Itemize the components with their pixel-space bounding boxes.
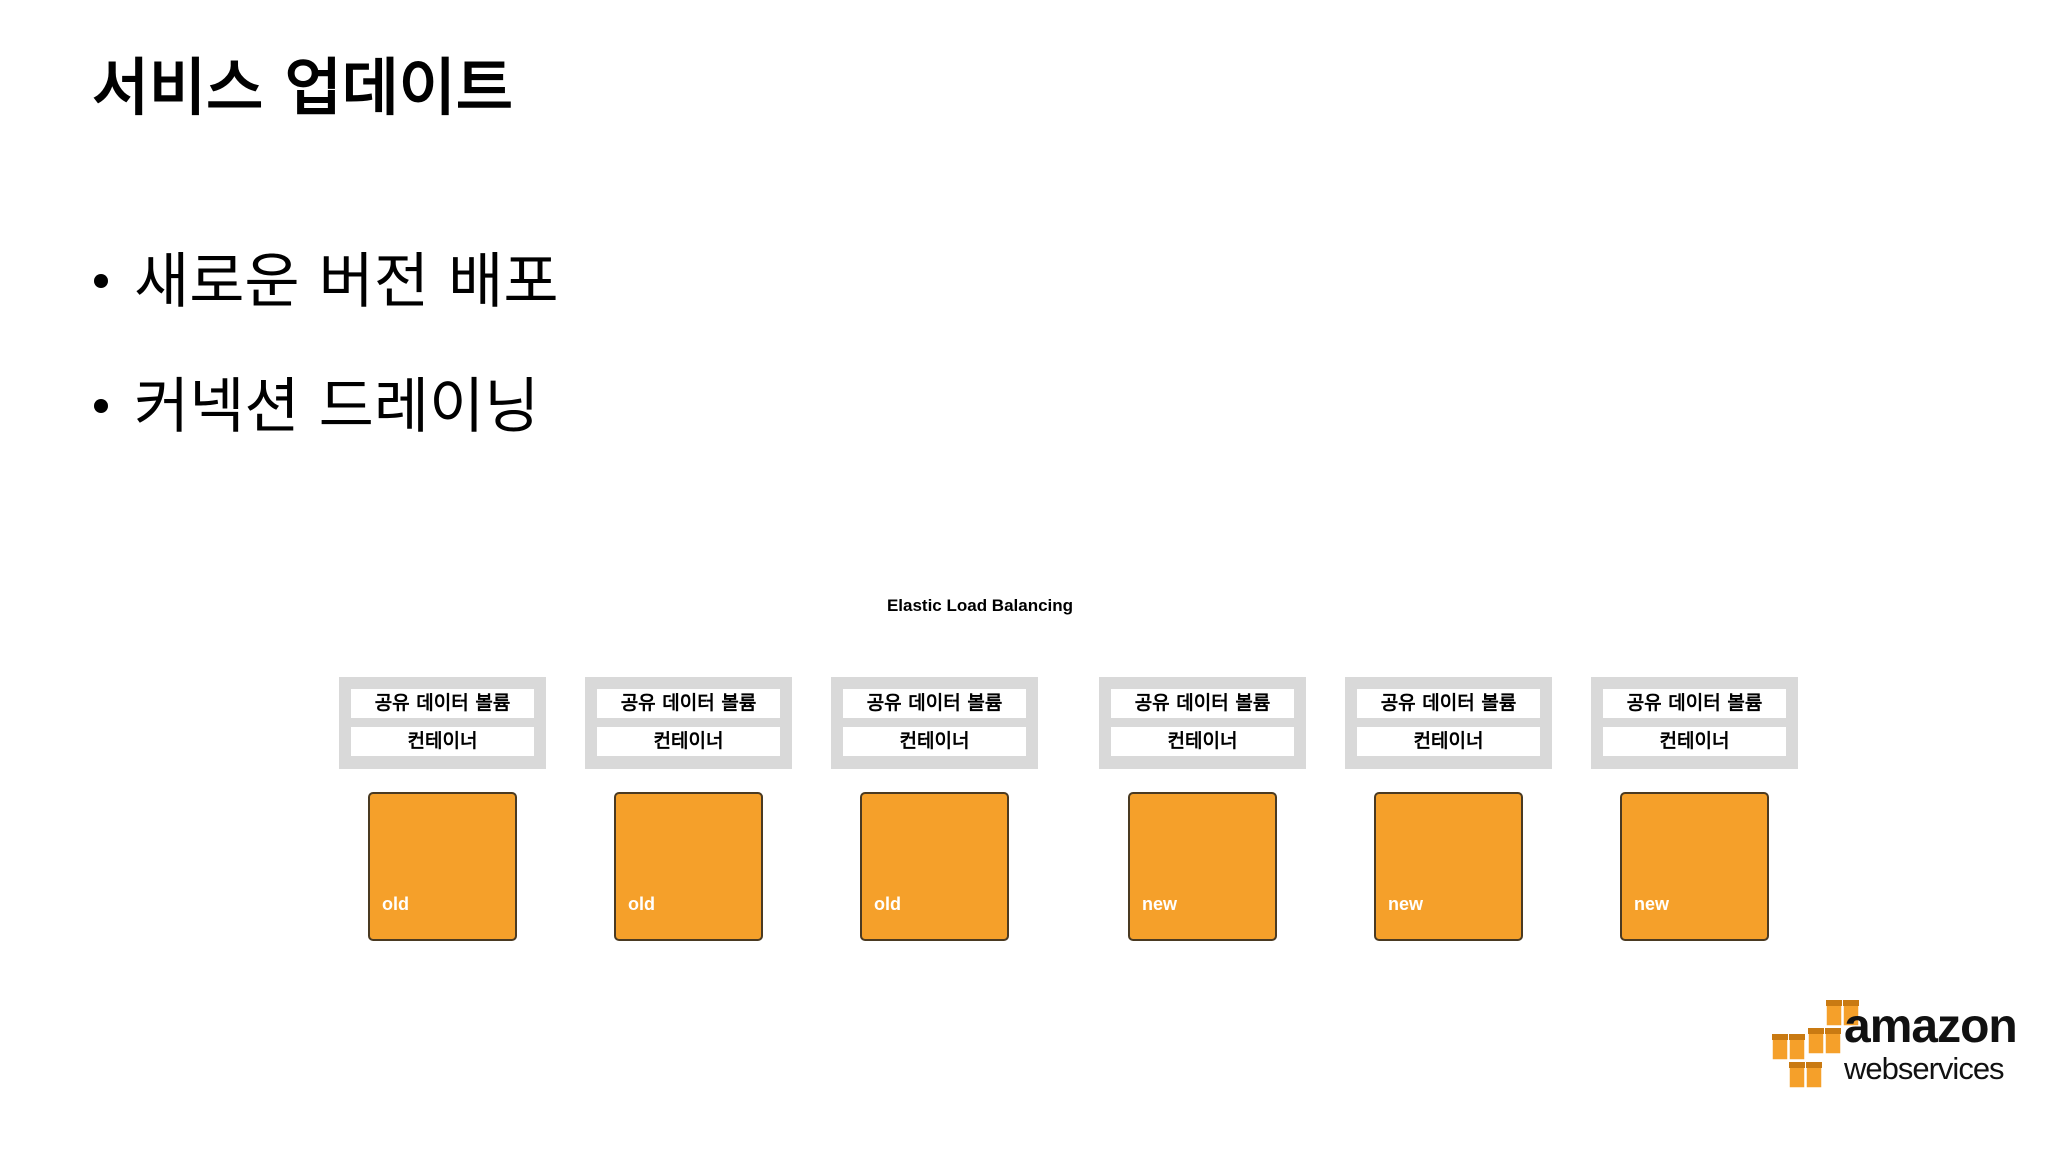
aws-logo: amazon webservices: [1768, 996, 2018, 1096]
task-group: 공유 데이터 볼륨 컨테이너 new: [1345, 677, 1552, 941]
instance-box: old: [860, 792, 1009, 941]
container-label: 컨테이너: [1111, 727, 1294, 756]
task-frame: 공유 데이터 볼륨 컨테이너: [339, 677, 546, 769]
instance-box: old: [614, 792, 763, 941]
instance-box: old: [368, 792, 517, 941]
task-frame: 공유 데이터 볼륨 컨테이너: [585, 677, 792, 769]
logo-subtitle: webservices: [1844, 1051, 2005, 1086]
task-group: 공유 데이터 볼륨 컨테이너 new: [1591, 677, 1798, 941]
container-label: 컨테이너: [597, 727, 780, 756]
bullet-item: 커넥션 드레이닝: [92, 367, 559, 447]
task-frame: 공유 데이터 볼륨 컨테이너: [1591, 677, 1798, 769]
instance-box: new: [1620, 792, 1769, 941]
task-group: 공유 데이터 볼륨 컨테이너 old: [831, 677, 1038, 941]
elb-label: Elastic Load Balancing: [886, 596, 1074, 615]
instance-version-label: new: [1634, 894, 1670, 914]
container-label: 컨테이너: [843, 727, 1026, 756]
instance-version-label: old: [874, 894, 901, 914]
shared-volume-label: 공유 데이터 볼륨: [1111, 689, 1294, 718]
instance-version-label: old: [628, 894, 655, 914]
task-group: 공유 데이터 볼륨 컨테이너 old: [339, 677, 546, 941]
container-label: 컨테이너: [1357, 727, 1540, 756]
aws-cubes-icon: [1771, 999, 1860, 1089]
task-group: 공유 데이터 볼륨 컨테이너 old: [585, 677, 792, 941]
task-frame: 공유 데이터 볼륨 컨테이너: [1099, 677, 1306, 769]
bullet-list: 새로운 버전 배포 커넥션 드레이닝: [92, 242, 559, 492]
bullet-dot-icon: [94, 399, 108, 413]
shared-volume-label: 공유 데이터 볼륨: [351, 689, 534, 718]
instance-version-label: new: [1388, 894, 1424, 914]
container-label: 컨테이너: [351, 727, 534, 756]
shared-volume-label: 공유 데이터 볼륨: [843, 689, 1026, 718]
instance-version-label: new: [1142, 894, 1178, 914]
bullet-dot-icon: [94, 274, 108, 288]
instance-box: new: [1128, 792, 1277, 941]
task-frame: 공유 데이터 볼륨 컨테이너: [1345, 677, 1552, 769]
shared-volume-label: 공유 데이터 볼륨: [597, 689, 780, 718]
shared-volume-label: 공유 데이터 볼륨: [1357, 689, 1540, 718]
logo-wordmark: amazon: [1844, 1000, 2018, 1053]
bullet-item: 새로운 버전 배포: [92, 242, 559, 322]
task-frame: 공유 데이터 볼륨 컨테이너: [831, 677, 1038, 769]
bullet-text: 새로운 버전 배포: [134, 247, 559, 317]
instance-version-label: old: [382, 894, 409, 914]
container-label: 컨테이너: [1603, 727, 1786, 756]
slide-title: 서비스 업데이트: [92, 51, 513, 124]
bullet-text: 커넥션 드레이닝: [134, 372, 540, 442]
instance-box: new: [1374, 792, 1523, 941]
task-group: 공유 데이터 볼륨 컨테이너 new: [1099, 677, 1306, 941]
shared-volume-label: 공유 데이터 볼륨: [1603, 689, 1786, 718]
